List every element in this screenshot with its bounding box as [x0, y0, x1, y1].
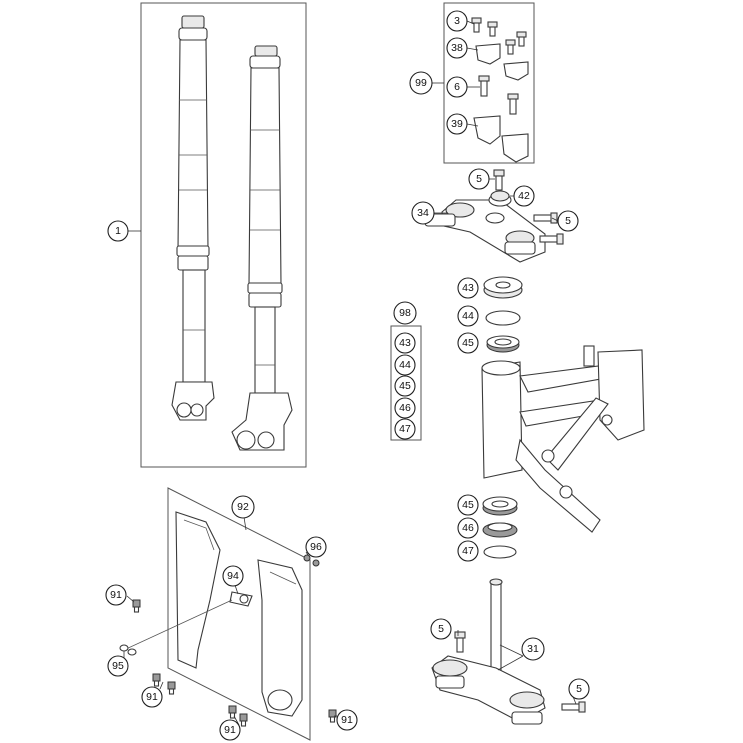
svg-text:44: 44: [462, 310, 474, 322]
callout-45-bottom: 45: [457, 494, 479, 516]
svg-text:45: 45: [462, 499, 474, 511]
callout-91-a: 91: [105, 584, 127, 606]
svg-text:91: 91: [146, 691, 158, 703]
svg-text:34: 34: [417, 207, 429, 219]
fork-leg-right[interactable]: [231, 45, 293, 451]
kit-98-item-46: 46: [394, 397, 416, 419]
screw-5-bottom-right[interactable]: [561, 701, 586, 713]
screw-5-top[interactable]: [493, 169, 505, 191]
svg-text:45: 45: [462, 337, 474, 349]
nut-96[interactable]: [303, 554, 320, 567]
svg-text:92: 92: [237, 501, 249, 513]
callout-5-bottom-left: 5: [430, 618, 452, 640]
callout-31: 31: [521, 637, 545, 661]
bearing-45-top[interactable]: [486, 335, 520, 353]
svg-text:42: 42: [518, 190, 530, 202]
svg-text:5: 5: [576, 683, 582, 695]
callout-95: 95: [107, 655, 129, 677]
callout-47: 47: [457, 540, 479, 562]
svg-text:5: 5: [565, 215, 571, 227]
svg-text:91: 91: [110, 589, 122, 601]
svg-text:47: 47: [462, 545, 474, 557]
callout-44: 44: [457, 305, 479, 327]
washer-95[interactable]: [119, 644, 137, 656]
callout-5-bottom-right: 5: [568, 678, 590, 700]
frame-steering-head: [481, 345, 645, 533]
svg-text:91: 91: [224, 724, 236, 736]
svg-text:38: 38: [451, 42, 463, 54]
callout-3: 3: [446, 10, 468, 32]
screw-5-bottom-left[interactable]: [454, 631, 466, 653]
callout-39: 39: [446, 113, 468, 135]
callout-91-b: 91: [141, 686, 163, 708]
kit-98-item-45: 45: [394, 375, 416, 397]
callout-42: 42: [513, 185, 535, 207]
svg-text:43: 43: [462, 282, 474, 294]
callout-98: 98: [393, 301, 417, 325]
svg-text:31: 31: [527, 643, 539, 655]
lower-triple-clamp[interactable]: [431, 578, 546, 725]
callout-6: 6: [446, 76, 468, 98]
callout-99: 99: [409, 71, 433, 95]
screws-91[interactable]: [132, 599, 337, 727]
svg-text:5: 5: [476, 173, 482, 185]
svg-text:1: 1: [115, 225, 121, 237]
svg-text:6: 6: [454, 81, 460, 93]
callout-96: 96: [305, 536, 327, 558]
svg-text:98: 98: [399, 307, 411, 319]
svg-text:94: 94: [227, 570, 239, 582]
kit-98-item-47: 47: [394, 418, 416, 440]
svg-text:46: 46: [399, 402, 411, 414]
bearing-45-bottom[interactable]: [482, 496, 518, 516]
callout-91-c: 91: [219, 719, 241, 741]
svg-text:45: 45: [399, 380, 411, 392]
svg-text:3: 3: [454, 15, 460, 27]
svg-text:39: 39: [451, 118, 463, 130]
svg-text:91: 91: [341, 714, 353, 726]
kit-98-item-44: 44: [394, 354, 416, 376]
callout-34: 34: [411, 201, 435, 225]
callout-91-d: 91: [336, 709, 358, 731]
nut-42[interactable]: [488, 190, 512, 207]
fork-guard-left[interactable]: [175, 511, 221, 669]
svg-text:95: 95: [112, 660, 124, 672]
callout-43: 43: [457, 277, 479, 299]
bolt-94[interactable]: [229, 591, 253, 607]
guard-bolt-line: [123, 599, 233, 651]
fork-guard-right[interactable]: [257, 559, 303, 717]
svg-text:44: 44: [399, 359, 411, 371]
oring-44[interactable]: [485, 310, 521, 326]
svg-text:47: 47: [399, 423, 411, 435]
callout-1: 1: [107, 220, 129, 242]
svg-text:5: 5: [438, 623, 444, 635]
callout-94: 94: [222, 565, 244, 587]
ring-47[interactable]: [483, 545, 517, 559]
svg-text:99: 99: [415, 77, 427, 89]
callout-92: 92: [231, 495, 255, 519]
svg-text:43: 43: [399, 337, 411, 349]
seal-43[interactable]: [483, 276, 523, 299]
kit-99-parts: [471, 17, 529, 163]
kit-98-item-43: 43: [394, 332, 416, 354]
callout-5-right: 5: [557, 210, 579, 232]
leader-lines: [123, 20, 577, 726]
callout-46: 46: [457, 517, 479, 539]
callout-38: 38: [446, 37, 468, 59]
svg-text:96: 96: [310, 541, 322, 553]
upper-triple-clamp[interactable]: [424, 199, 546, 263]
callout-45-top: 45: [457, 332, 479, 354]
seal-46[interactable]: [482, 522, 518, 538]
svg-text:46: 46: [462, 522, 474, 534]
callout-5-top: 5: [468, 168, 490, 190]
fork-leg-left[interactable]: [171, 15, 215, 421]
